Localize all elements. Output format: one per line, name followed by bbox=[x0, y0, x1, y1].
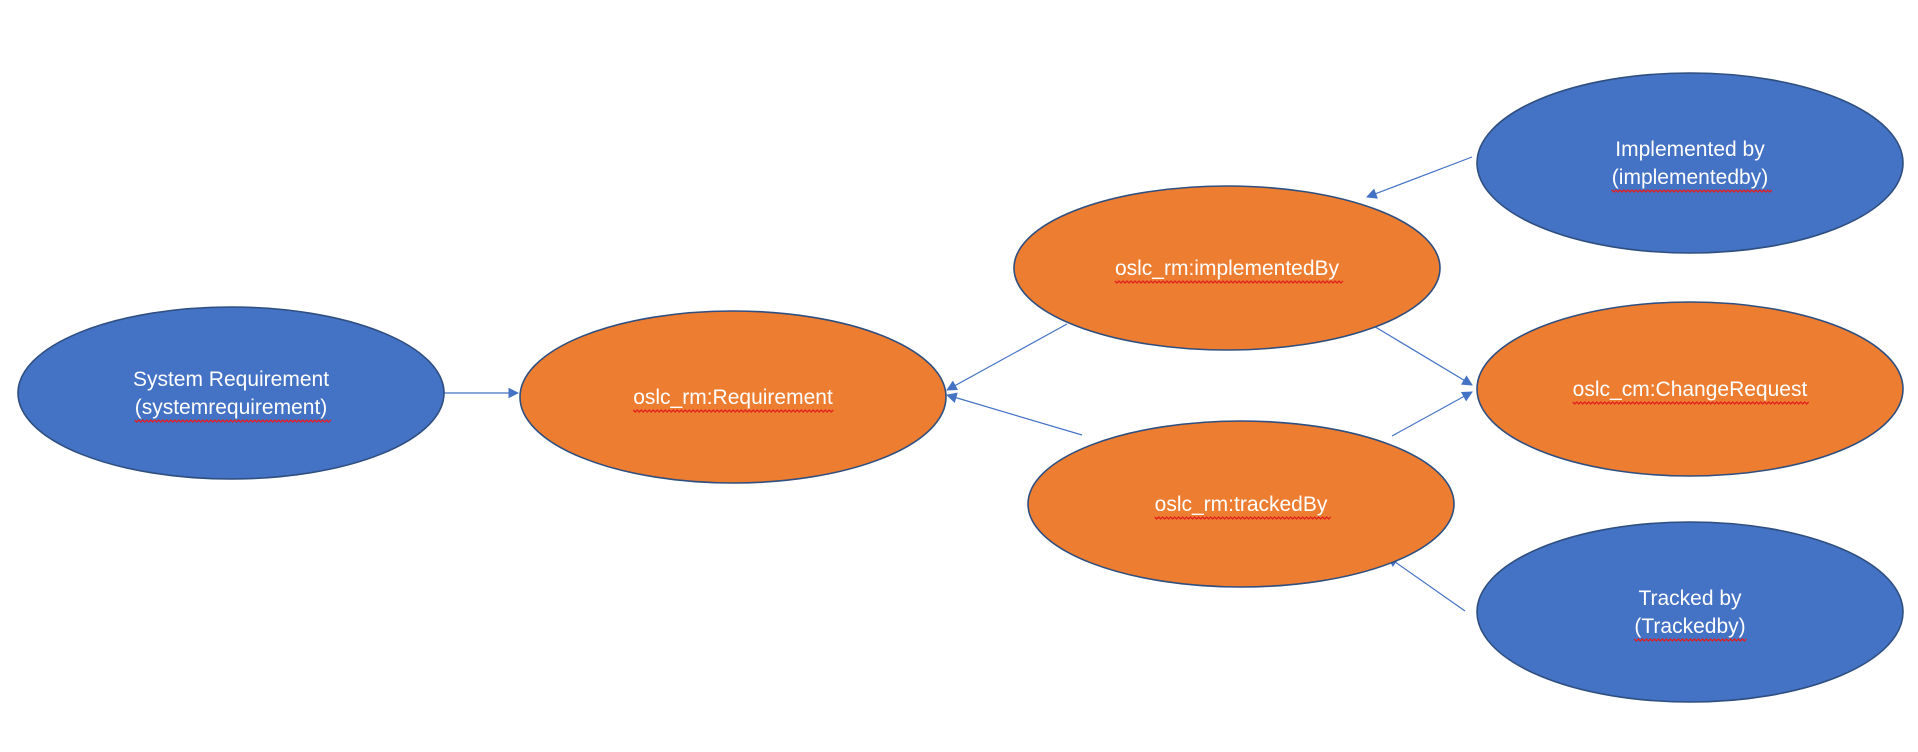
spellcheck-underline-change-request-0 bbox=[1572, 401, 1810, 405]
node-ellipse-implemented-by-prop[interactable] bbox=[1013, 185, 1441, 351]
spellcheck-underline-implemented-by-prop-0 bbox=[1114, 280, 1344, 284]
edge-arrow-implemented-by-prop-to-requirement bbox=[946, 323, 1068, 391]
node-ellipse-tracked-by-prop[interactable] bbox=[1027, 420, 1455, 588]
edge-arrow-tracked-by-prop-to-requirement bbox=[945, 392, 1083, 436]
node-implemented-by-prop[interactable]: oslc_rm:implementedBy bbox=[1013, 185, 1441, 351]
node-label-change-request-line-0: oslc_cm:ChangeRequest bbox=[1573, 378, 1808, 401]
spellcheck-underline-requirement-0 bbox=[632, 409, 834, 413]
edge-arrow-implemented-by-to-implemented-by-prop bbox=[1365, 156, 1473, 199]
node-ellipse-system-requirement[interactable] bbox=[17, 306, 445, 480]
node-tracked-by-prop[interactable]: oslc_rm:trackedBy bbox=[1027, 420, 1455, 588]
edge-arrow-implemented-by-prop-to-change-request bbox=[1366, 321, 1473, 386]
spellcheck-underline-tracked-by-1 bbox=[1633, 638, 1747, 642]
node-tracked-by[interactable]: Tracked by (Trackedby) bbox=[1476, 521, 1904, 703]
spellcheck-underline-tracked-by-prop-0 bbox=[1154, 516, 1332, 520]
node-ellipse-implemented-by[interactable] bbox=[1476, 72, 1904, 254]
node-ellipse-tracked-by[interactable] bbox=[1476, 521, 1904, 703]
nodes-layer: System Requirement (systemrequirement) osl… bbox=[17, 72, 1904, 703]
node-system-requirement[interactable]: System Requirement (systemrequirement) bbox=[17, 306, 445, 480]
node-ellipse-change-request[interactable] bbox=[1476, 301, 1904, 477]
node-label-implemented-by-line-0: Implemented by bbox=[1615, 138, 1765, 161]
node-label-tracked-by-prop-line-0: oslc_rm:trackedBy bbox=[1155, 493, 1328, 516]
edge-arrow-tracked-by-prop-to-change-request bbox=[1391, 391, 1473, 437]
node-label-tracked-by-line-0: Tracked by bbox=[1638, 587, 1742, 610]
node-requirement[interactable]: oslc_rm:Requirement bbox=[519, 310, 947, 484]
node-implemented-by[interactable]: Implemented by (implementedby) bbox=[1476, 72, 1904, 254]
node-label-implemented-by-line-1: (implementedby) bbox=[1612, 166, 1768, 189]
spellcheck-underline-implemented-by-1 bbox=[1611, 189, 1773, 193]
edge-arrow-tracked-by-to-tracked-by-prop bbox=[1387, 556, 1466, 612]
edges-layer bbox=[444, 156, 1473, 612]
spellcheck-underline-system-requirement-1 bbox=[134, 419, 332, 423]
node-label-system-requirement-line-1: (systemrequirement) bbox=[135, 396, 328, 419]
node-label-system-requirement-line-0: System Requirement bbox=[133, 368, 329, 391]
node-ellipse-requirement[interactable] bbox=[519, 310, 947, 484]
node-label-tracked-by-line-1: (Trackedby) bbox=[1634, 615, 1745, 638]
node-label-implemented-by-prop-line-0: oslc_rm:implementedBy bbox=[1115, 257, 1340, 280]
node-label-requirement-line-0: oslc_rm:Requirement bbox=[633, 386, 833, 409]
node-change-request[interactable]: oslc_cm:ChangeRequest bbox=[1476, 301, 1904, 477]
